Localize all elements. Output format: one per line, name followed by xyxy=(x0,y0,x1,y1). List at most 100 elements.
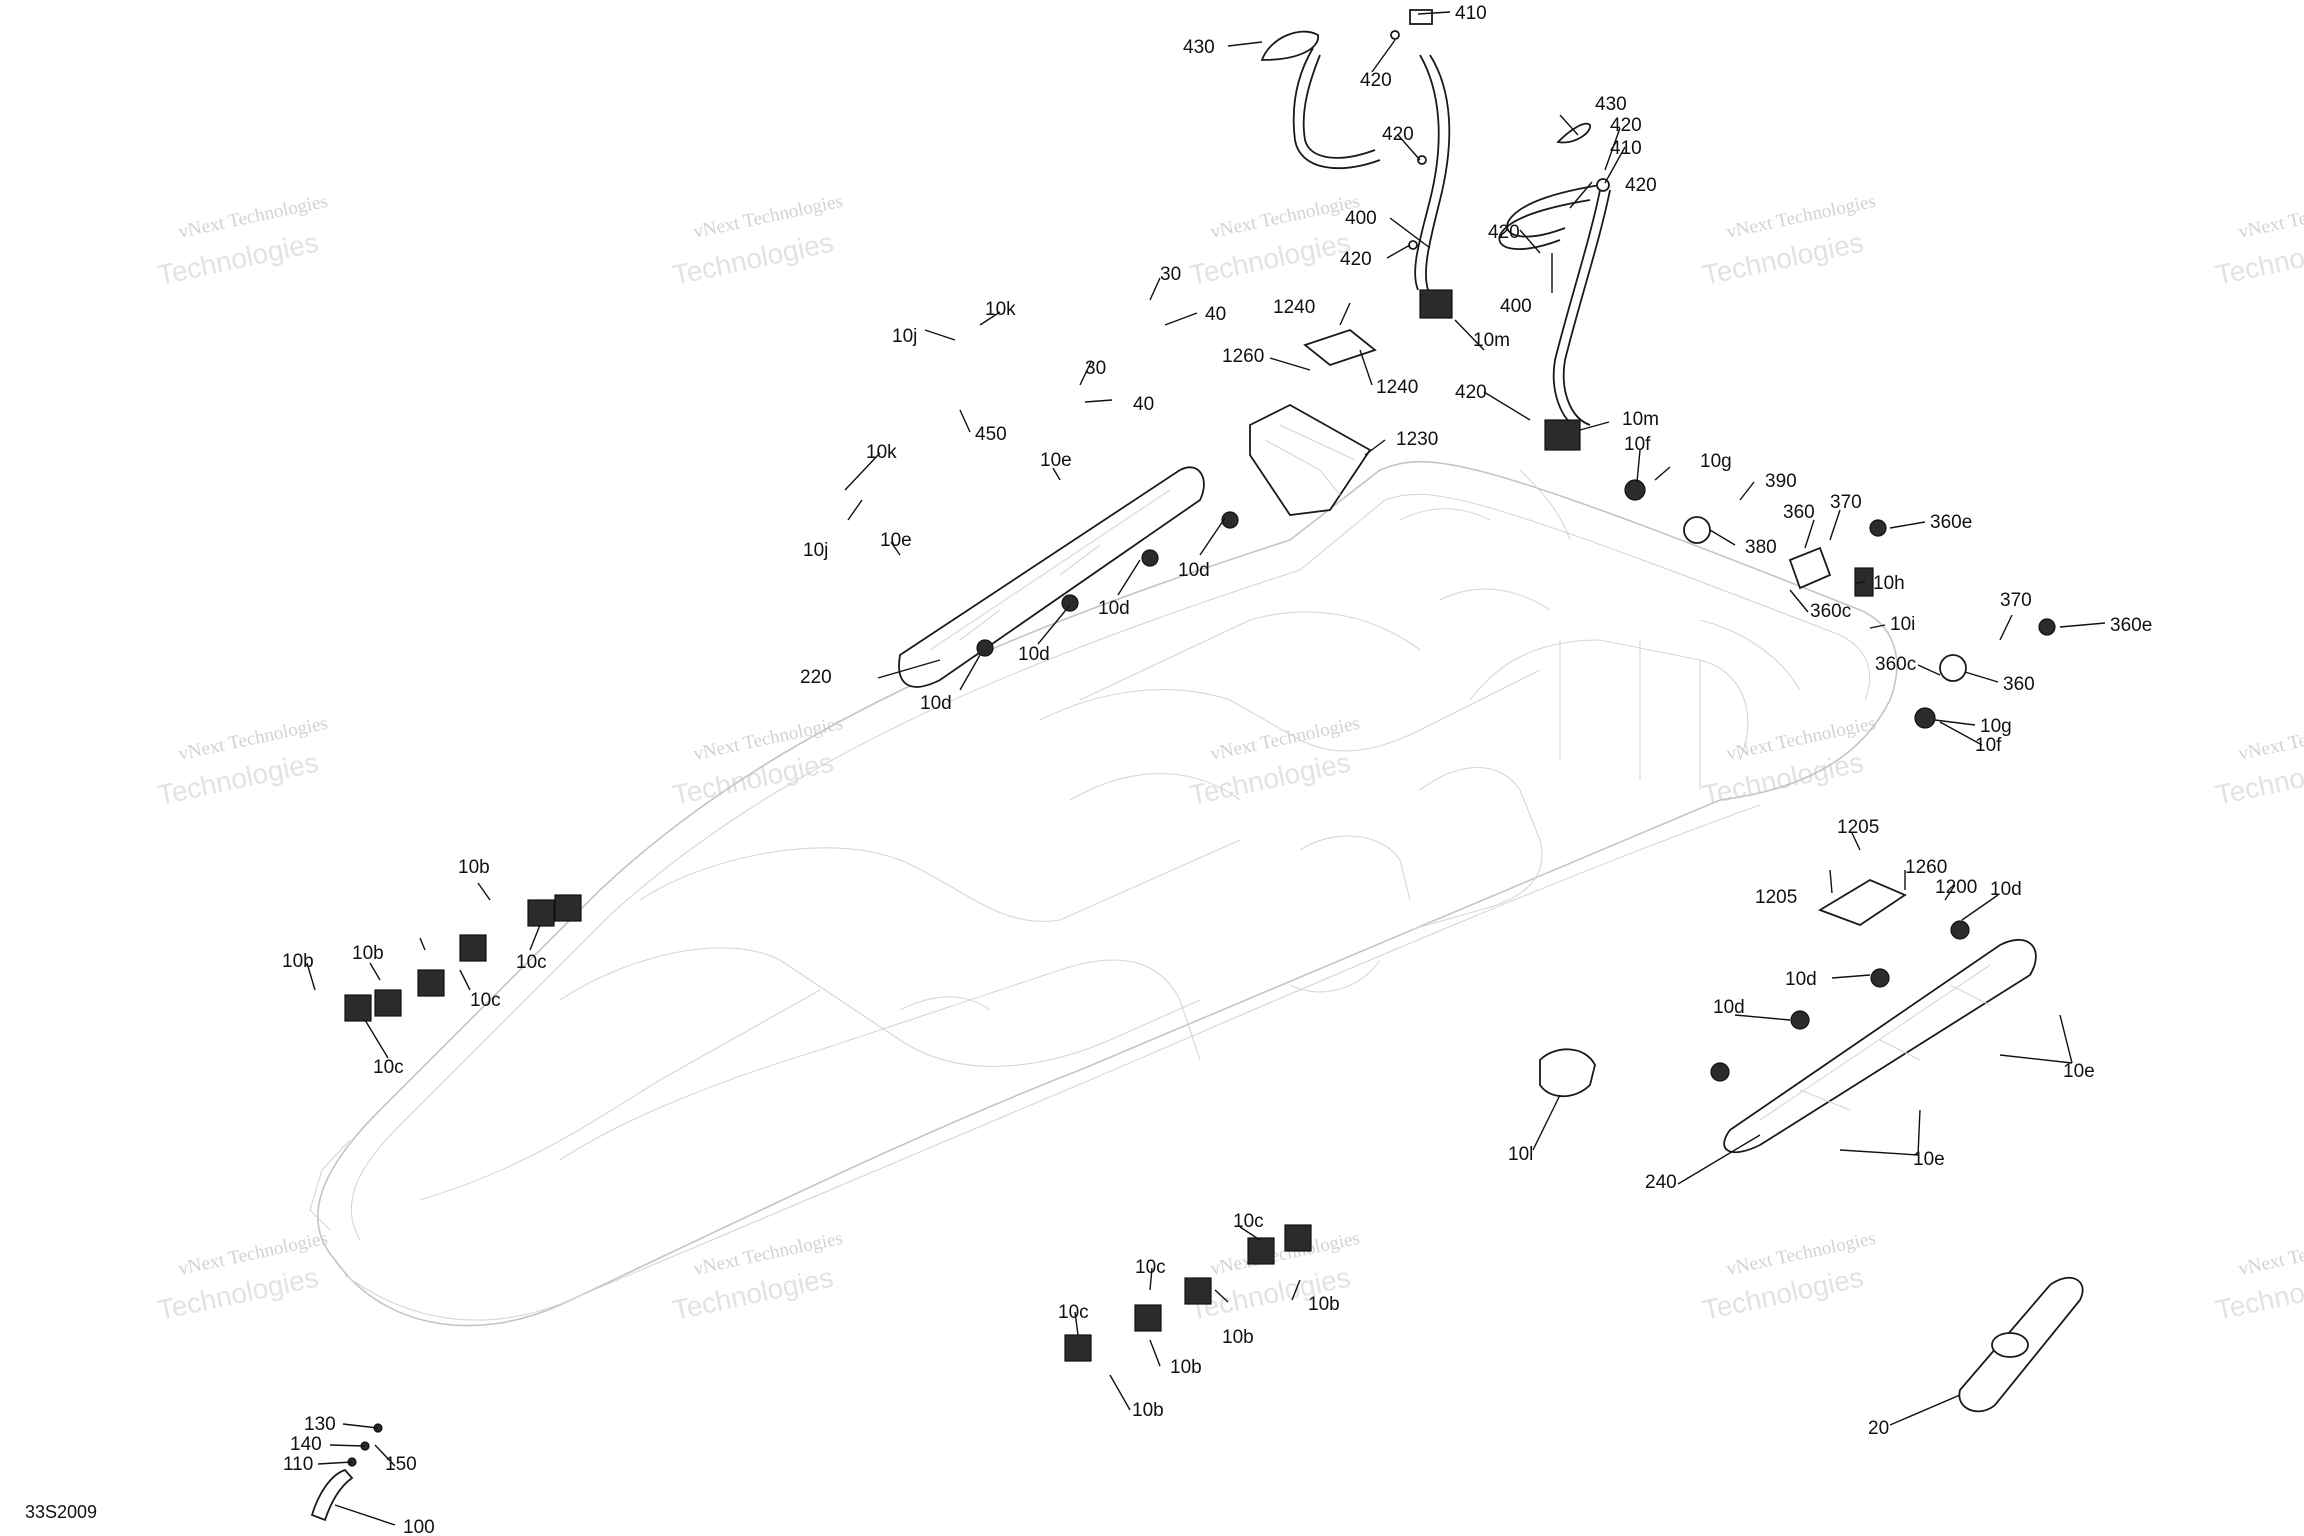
callout-360c: 360c xyxy=(1875,654,1916,675)
callout-10c: 10c xyxy=(1233,1211,1264,1232)
callout-360e: 360e xyxy=(1930,512,1972,533)
leader-lines xyxy=(306,11,2106,1526)
vent-hose-assembly-right xyxy=(1498,122,1611,451)
callout-10k: 10k xyxy=(985,299,1016,320)
clip-set-10b-10c xyxy=(344,894,582,1022)
callout-420: 420 xyxy=(1340,249,1372,270)
clip-10c xyxy=(1064,1334,1092,1362)
callout-410: 410 xyxy=(1455,3,1487,24)
callout-150: 150 xyxy=(385,1454,417,1475)
callout-420: 420 xyxy=(1488,222,1520,243)
cap-360 xyxy=(1939,654,1967,682)
callout-10m: 10m xyxy=(1473,330,1510,351)
clip-10c xyxy=(344,994,372,1022)
callout-400: 400 xyxy=(1500,296,1532,317)
callout-100: 100 xyxy=(403,1517,435,1536)
callout-430: 430 xyxy=(1183,37,1215,58)
pad-1200 xyxy=(1817,878,1907,927)
clip-10c xyxy=(1284,1224,1312,1252)
grommet-10d xyxy=(1061,594,1079,612)
callout-410: 410 xyxy=(1610,138,1642,159)
watermark-tile: vNext Technologies Technologies xyxy=(1700,1228,1878,1326)
grommet-10d xyxy=(976,639,994,657)
watermark-text: vNext Technologies xyxy=(2237,713,2304,765)
grommet-10f xyxy=(1914,707,1936,729)
vent-hose-assembly-left xyxy=(1260,9,1453,319)
callout-10h: 10h xyxy=(1873,573,1905,594)
plate-1260 xyxy=(1303,328,1377,367)
callout-10c: 10c xyxy=(516,952,547,973)
watermark-text: Technologies xyxy=(1700,227,1866,291)
vent-covers-right xyxy=(1624,479,2056,729)
callout-10e: 10e xyxy=(1913,1149,1945,1170)
callout-10l: 10l xyxy=(1508,1144,1533,1165)
watermark-tile: vNext Technologies Technologies xyxy=(155,1228,330,1326)
watermark-tile: vNext Technologies Technologies xyxy=(155,191,330,291)
callout-1230: 1230 xyxy=(1396,429,1438,450)
grommet-10f xyxy=(1624,479,1646,501)
watermark-tile: vNext Technologies Technologies xyxy=(670,713,845,811)
callout-10g: 10g xyxy=(1700,451,1732,472)
clip-10c xyxy=(1184,1277,1212,1305)
drawing-code: 33S2009 xyxy=(25,1502,97,1522)
clip-set-bottom-center xyxy=(1064,1224,1312,1362)
callout-380: 380 xyxy=(1745,537,1777,558)
callout-400: 400 xyxy=(1345,208,1377,229)
watermark-tile: vNext Technologies Technologies xyxy=(1700,191,1878,291)
watermark-text: vNext Technologies xyxy=(2237,1228,2304,1280)
clamp-420 xyxy=(1390,30,1400,40)
watermark-tile: vNext Technologies Technologies xyxy=(670,191,845,291)
callout-140: 140 xyxy=(290,1434,322,1455)
callout-10b: 10b xyxy=(1222,1327,1254,1348)
callout-360c: 360c xyxy=(1810,601,1851,622)
callout-10c: 10c xyxy=(1058,1302,1089,1323)
callout-370: 370 xyxy=(1830,492,1862,513)
callout-30: 30 xyxy=(1085,358,1106,379)
watermark-text: vNext Technologies xyxy=(2237,191,2304,243)
callout-110: 110 xyxy=(283,1454,313,1475)
hardware-130-150 xyxy=(310,1423,383,1522)
callout-10d: 10d xyxy=(1018,644,1050,665)
clip-10c xyxy=(1247,1237,1275,1265)
callout-1240: 1240 xyxy=(1273,297,1315,318)
hose-clamp-430 xyxy=(1556,122,1591,144)
callout-10b: 10b xyxy=(1170,1357,1202,1378)
clip-10c xyxy=(554,894,582,922)
callout-10c: 10c xyxy=(1135,1257,1166,1278)
callout-10d: 10d xyxy=(1785,969,1817,990)
callout-1205: 1205 xyxy=(1837,817,1879,838)
callout-390: 390 xyxy=(1765,471,1797,492)
callout-220: 220 xyxy=(800,667,832,688)
fitting-410 xyxy=(1596,178,1610,192)
callout-10i: 10i xyxy=(1890,614,1915,635)
gunwale-trim-240 xyxy=(1710,878,2037,1154)
callout-10k: 10k xyxy=(866,442,897,463)
cap-360e xyxy=(2038,618,2056,636)
grommet-10d xyxy=(1790,1010,1810,1030)
callout-30: 30 xyxy=(1160,264,1181,285)
callout-130: 130 xyxy=(304,1414,336,1435)
clip-10c xyxy=(374,989,402,1017)
fitting-410 xyxy=(1409,9,1433,25)
callout-10b: 10b xyxy=(1308,1294,1340,1315)
callout-1205: 1205 xyxy=(1755,887,1797,908)
grommet-10d xyxy=(1221,511,1239,529)
callout-430: 430 xyxy=(1595,94,1627,115)
grommet-10d xyxy=(1950,920,1970,940)
callout-10e: 10e xyxy=(880,530,912,551)
vent-valve-10m xyxy=(1419,289,1453,319)
callout-360: 360 xyxy=(1783,502,1815,523)
callout-10d: 10d xyxy=(1990,879,2022,900)
vent-valve-10m xyxy=(1544,419,1581,451)
callout-10j: 10j xyxy=(803,540,828,561)
clamp-420 xyxy=(1408,240,1418,250)
cover-380 xyxy=(1683,516,1711,544)
watermark-tile: vNext Technologies Technologies xyxy=(2213,713,2304,811)
clip-10c xyxy=(527,899,555,927)
callout-420: 420 xyxy=(1382,124,1414,145)
grommet-10d xyxy=(1141,549,1159,567)
callout-40: 40 xyxy=(1205,304,1226,325)
callout-10e: 10e xyxy=(1040,450,1072,471)
hull-wireframe xyxy=(309,460,1898,1327)
